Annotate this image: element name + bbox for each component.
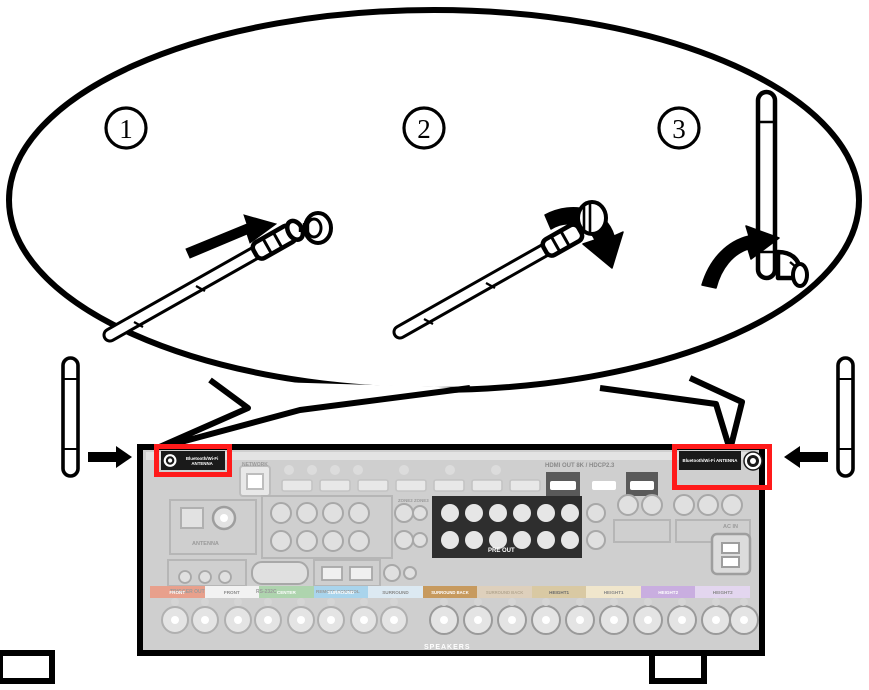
speaker-label-0: FRONT: [169, 590, 186, 595]
speaker-label-10: HEIGHT2: [712, 590, 733, 595]
step-3-illustration: 3: [657, 89, 809, 289]
speaker-label-row: FRONT FRONT CENTER SURROUND SURROUND SUR…: [150, 587, 750, 598]
step-2-illustration: 2: [400, 106, 624, 332]
step-3-arrow: [701, 225, 780, 289]
step-2-badge: [402, 106, 446, 150]
right-antenna-terminal-label: Bluetooth/Wi-Fi ANTENNA: [682, 458, 738, 463]
highlight-box-right-antenna-terminal: Bluetooth/Wi-Fi ANTENNA: [672, 444, 772, 490]
control-ports-row: [167, 559, 417, 587]
antenna-1: [110, 218, 306, 335]
speaker-label-3: SURROUND: [327, 590, 355, 595]
speaker-label-8: HEIGHT1: [603, 590, 624, 595]
step-2-number: 2: [417, 114, 431, 144]
speaker-label-9: HEIGHT2: [658, 590, 679, 595]
speaker-label-4: SURROUND: [382, 590, 409, 595]
speaker-binding-posts: [161, 598, 759, 635]
highlight-box-left-antenna-terminal: Bluetooth/Wi-Fi ANTENNA: [154, 444, 232, 477]
speaker-label-1: FRONT: [223, 590, 240, 595]
antenna-terminal-block: [169, 499, 257, 555]
ac-in-inlet: [710, 532, 752, 576]
antenna-2: [400, 222, 585, 332]
external-antenna-right: [836, 356, 855, 478]
external-antenna-left: [61, 356, 80, 478]
step-1-badge: [104, 106, 148, 150]
socket-1: [298, 211, 333, 245]
hdmi-input-row: [281, 465, 541, 492]
step-1-arrow: [185, 214, 278, 259]
hdmi-out-group: [546, 472, 658, 496]
speaker-label-7: HEIGHT1: [549, 590, 570, 595]
coax-connector-icon-right: [743, 451, 763, 471]
arrow-right-to-terminal: [784, 446, 828, 468]
step-3-number: 3: [672, 114, 686, 144]
step-2-arrow: [544, 200, 624, 269]
step-3-badge: [657, 106, 701, 150]
step-1-number: 1: [119, 114, 133, 144]
speaker-label-6: SURROUND BACK: [485, 590, 524, 595]
coax-connector-icon: [163, 454, 177, 467]
pre-out-block: [394, 496, 606, 558]
step-1-illustration: 1: [104, 106, 333, 335]
arrow-left-to-terminal: [88, 446, 132, 468]
speaker-label-2: CENTER: [276, 590, 296, 595]
analog-rca-bank: [261, 495, 393, 559]
left-antenna-terminal-label: Bluetooth/Wi-Fi ANTENNA: [185, 455, 219, 466]
speaker-label-5: SURROUND BACK: [431, 590, 469, 595]
right-rca-groups: [613, 494, 751, 543]
foot-left: [0, 650, 55, 684]
